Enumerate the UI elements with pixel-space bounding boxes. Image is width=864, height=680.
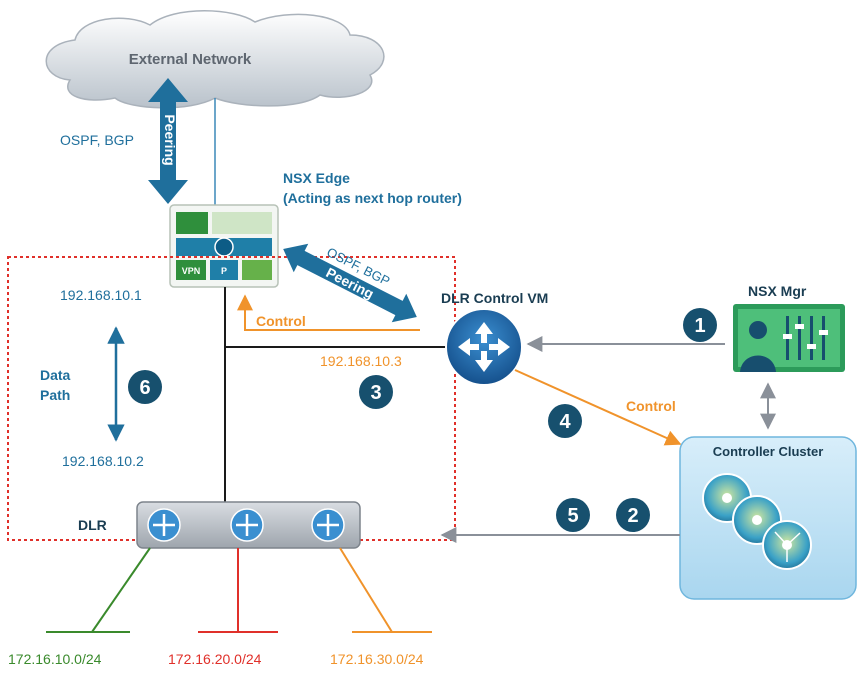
edge-p-label: P: [221, 266, 227, 276]
svg-text:1: 1: [694, 315, 705, 337]
north-peering-label: Peering: [162, 114, 178, 165]
controller-label: Controller Cluster: [713, 444, 824, 459]
data-path-line1: Data: [40, 367, 71, 383]
cloud-label: External Network: [129, 51, 252, 68]
controlvm-to-controller-arrow: [514, 369, 682, 446]
nsx-mgr-label: NSX Mgr: [748, 283, 807, 299]
data-path-line2: Path: [40, 387, 70, 403]
north-peering-arrow: Peering: [148, 78, 188, 204]
external-network-cloud: External Network: [45, 10, 385, 109]
network-green-line: [46, 547, 151, 633]
north-protocols-label: OSPF, BGP: [60, 132, 134, 148]
network-red-line: [198, 548, 278, 633]
nsx-mgr-device: [733, 304, 845, 372]
ip-192-168-10-2: 192.168.10.2: [62, 453, 144, 469]
nsx-edge-device: VPN P: [169, 204, 279, 288]
ip-192-168-10-1: 192.168.10.1: [60, 287, 142, 303]
badge-1: 1: [683, 308, 717, 342]
dlr-router-1: [147, 508, 181, 542]
network-label-30: 172.16.30.0/24: [330, 651, 424, 667]
controller-node-3: [762, 520, 812, 570]
svg-text:4: 4: [559, 411, 571, 433]
edge-control-arrow: [237, 294, 420, 331]
badge-6: 6: [128, 370, 162, 404]
edge-vpn-label: VPN: [182, 266, 201, 276]
edge-control-label: Control: [256, 313, 306, 329]
dlr-bar: [136, 501, 361, 549]
controller-cluster: [679, 436, 857, 600]
dlr-control-vm-router: [445, 308, 523, 386]
control-vm-label: DLR Control VM: [441, 290, 548, 306]
badge-5: 5: [556, 498, 590, 532]
network-label-10: 172.16.10.0/24: [8, 651, 102, 667]
controller-control-label: Control: [626, 398, 676, 414]
dlr-router-3: [311, 508, 345, 542]
dlr-boundary: [7, 256, 456, 541]
edge-subtitle: (Acting as next hop router): [283, 190, 462, 206]
badge-3: 3: [359, 375, 393, 409]
svg-text:6: 6: [139, 377, 150, 399]
svg-text:2: 2: [627, 505, 638, 527]
edge-title: NSX Edge: [283, 170, 350, 186]
svg-text:5: 5: [567, 505, 578, 527]
svg-text:3: 3: [370, 382, 381, 404]
network-orange-line: [339, 547, 432, 633]
dlr-label: DLR: [78, 517, 107, 533]
control-vm-ip: 192.168.10.3: [320, 353, 402, 369]
badge-4: 4: [548, 404, 582, 438]
badge-2: 2: [616, 498, 650, 532]
dlr-router-2: [230, 508, 264, 542]
network-label-20: 172.16.20.0/24: [168, 651, 262, 667]
